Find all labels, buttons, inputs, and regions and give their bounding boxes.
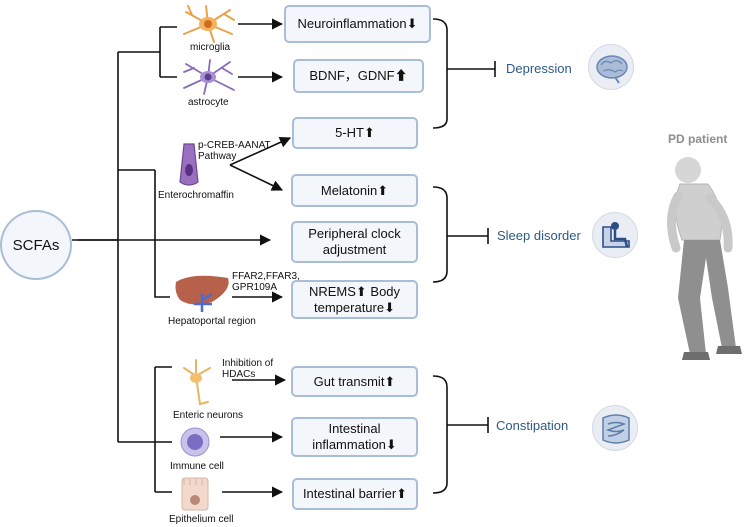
pd-patient-figure-icon	[667, 157, 742, 360]
peripheral-clock-box: Peripheral clock adjustment	[291, 221, 418, 263]
epithelium-cell-icon	[181, 477, 209, 511]
hdac-line-1: Inhibition of	[222, 358, 274, 369]
neuroinflammation-text: Neuroinflammation⬇	[297, 16, 418, 31]
melatonin-box: Melatonin⬆	[291, 174, 418, 207]
constipation-label: Constipation	[496, 418, 569, 433]
immune-cell-icon	[180, 427, 210, 457]
person-in-chair-icon	[592, 212, 638, 258]
peripheral-clock-line-1: Peripheral clock	[308, 226, 401, 241]
microglia-icon	[183, 5, 235, 43]
creb-line-1: p-CREB-AANAT	[198, 140, 271, 151]
intestine-icon	[592, 405, 638, 451]
astrocyte-icon	[183, 59, 235, 95]
pd-patient-title: PD patient	[668, 132, 728, 146]
neuroinflammation-box: Neuroinflammation⬇	[284, 5, 431, 43]
peripheral-clock-line-2: adjustment	[322, 242, 387, 257]
nrems-line-2: temperature⬇	[314, 299, 395, 315]
intestinal-barrier-text: Intestinal barrier⬆	[302, 486, 408, 501]
gut-transmit-text: Gut transmit⬆	[313, 373, 396, 389]
intestinal-inflammation-box: Intestinal inflammation⬇	[291, 417, 418, 457]
enteric-neuron-icon	[183, 359, 211, 405]
sleep-disorder-label: Sleep disorder	[497, 228, 581, 243]
immune-cell-label: Immune cell	[170, 461, 224, 472]
brain-icon	[588, 44, 634, 90]
creb-line-2: Pathway	[198, 151, 237, 162]
scfas-label: SCFAs	[12, 236, 60, 254]
melatonin-text: Melatonin⬆	[320, 182, 389, 198]
enterochromaffin-icon	[179, 143, 199, 186]
scfas-node: SCFAs	[0, 210, 72, 280]
gut-transmit-box: Gut transmit⬆	[291, 366, 418, 397]
enterochromaffin-label: Enterochromaffin	[158, 190, 234, 201]
enteric-neurons-label: Enteric neurons	[173, 410, 244, 421]
depression-label: Depression	[506, 61, 572, 76]
nrems-box: NREMS⬆ Body temperature⬇	[291, 280, 418, 319]
creb-pathway-label: p-CREB-AANAT Pathway	[198, 140, 271, 162]
bdnf-gdnf-box: BDNF，GDNF⬆	[293, 59, 424, 93]
astrocyte-label: astrocyte	[188, 97, 229, 108]
bdnf-gdnf-text: BDNF，GDNF⬆	[309, 68, 408, 83]
ffar-label: FFAR2,FFAR3, GPR109A	[232, 271, 300, 293]
nrems-line-1: NREMS⬆ Body	[308, 283, 401, 299]
epithelium-cell-label: Epithelium cell	[169, 514, 234, 525]
ffar-line-2: GPR109A	[232, 282, 278, 293]
microglia-label: microglia	[190, 42, 231, 53]
intestinal-inflammation-line-1: Intestinal	[328, 421, 381, 436]
hdac-line-2: HDACs	[222, 369, 256, 380]
intestinal-barrier-box: Intestinal barrier⬆	[292, 478, 418, 510]
serotonin-box: 5-HT⬆	[292, 117, 418, 149]
intestinal-inflammation-line-2: inflammation⬇	[312, 437, 397, 452]
hepatoportal-label: Hepatoportal region	[168, 316, 256, 327]
serotonin-text: 5-HT⬆	[335, 125, 375, 140]
hdac-label: Inhibition of HDACs	[222, 358, 273, 380]
ffar-line-1: FFAR2,FFAR3,	[232, 271, 300, 282]
liver-icon	[175, 275, 229, 312]
